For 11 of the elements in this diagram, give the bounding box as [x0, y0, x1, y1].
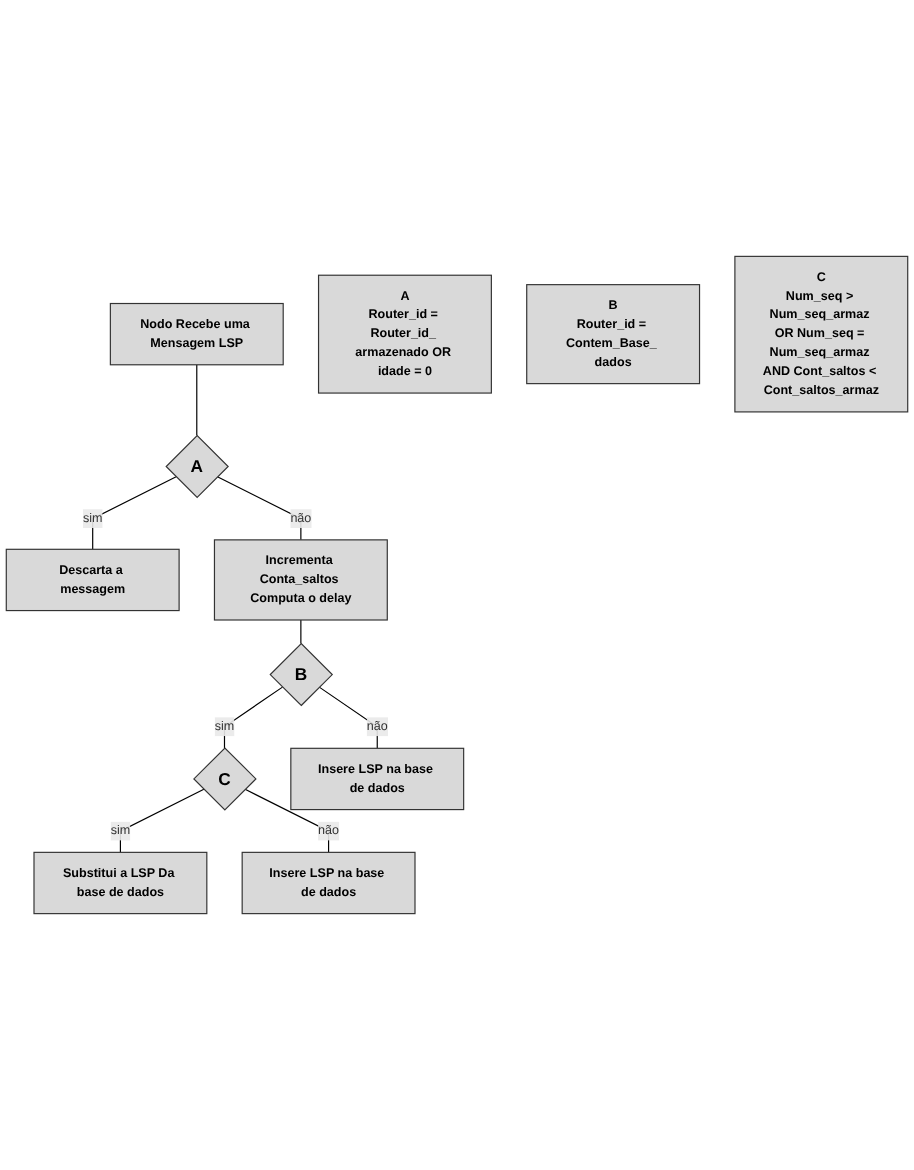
connector — [318, 686, 378, 749]
node-diamond: C — [193, 747, 257, 811]
connector — [119, 788, 205, 853]
connector — [196, 364, 198, 437]
node-diamond: B — [269, 642, 334, 707]
node-diamond: A — [165, 434, 229, 499]
connector — [300, 619, 302, 645]
connector — [216, 476, 302, 541]
connector — [92, 476, 177, 550]
connector — [244, 788, 330, 853]
connector — [223, 686, 284, 749]
